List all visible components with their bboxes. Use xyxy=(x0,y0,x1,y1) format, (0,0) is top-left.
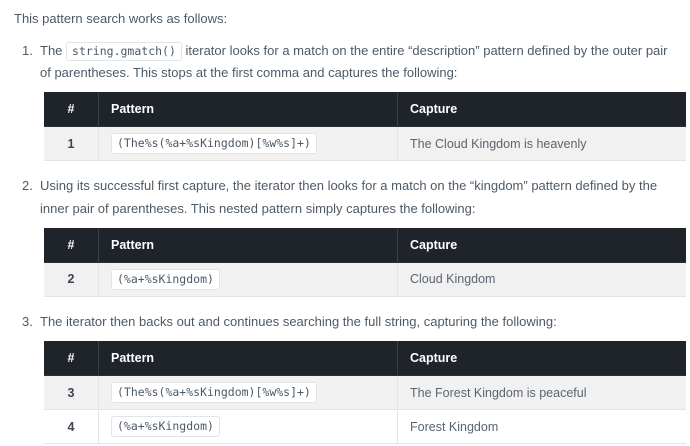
pattern-table-2: # Pattern Capture 2 (%a+%sKingdom) Cloud… xyxy=(44,227,686,297)
table-3-row-2-num: 4 xyxy=(44,409,99,445)
table-3-row-1-capture: The Forest Kingdom is peaceful xyxy=(397,375,686,411)
table-row: 2 (%a+%sKingdom) Cloud Kingdom xyxy=(44,262,686,297)
table-3-row-1-pattern-cell: (The%s(%a+%sKingdom)[%w%s]+) xyxy=(98,375,398,411)
table-2-header-num: # xyxy=(44,227,99,263)
pattern-code: (The%s(%a+%sKingdom)[%w%s]+) xyxy=(111,382,317,404)
table-row: 3 (The%s(%a+%sKingdom)[%w%s]+) The Fores… xyxy=(44,375,686,411)
table-row: 1 (The%s(%a+%sKingdom)[%w%s]+) The Cloud… xyxy=(44,126,686,162)
table-3-row-2-capture: Forest Kingdom xyxy=(397,409,686,445)
step-item-3: The iterator then backs out and continue… xyxy=(14,311,686,445)
table-1-row-1-pattern-cell: (The%s(%a+%sKingdom)[%w%s]+) xyxy=(98,126,398,162)
table-3-body: 3 (The%s(%a+%sKingdom)[%w%s]+) The Fores… xyxy=(44,375,686,445)
table-wrapper-3: # Pattern Capture 3 (The%s(%a+%sKingdom)… xyxy=(44,341,686,445)
table-3-header-row: # Pattern Capture xyxy=(44,341,686,377)
step-2-text-before: Using its successful first capture, the … xyxy=(40,178,658,216)
intro-paragraph: This pattern search works as follows: xyxy=(14,11,228,26)
pattern-code: (%a+%sKingdom) xyxy=(111,416,220,438)
table-wrapper-1: # Pattern Capture 1 (The%s(%a+%sKingdom)… xyxy=(44,92,686,162)
table-2-row-1-num: 2 xyxy=(44,262,99,297)
table-1-body: 1 (The%s(%a+%sKingdom)[%w%s]+) The Cloud… xyxy=(44,126,686,162)
table-2-header-row: # Pattern Capture xyxy=(44,227,686,263)
table-1-row-1-num: 1 xyxy=(44,126,99,162)
pattern-table-3: # Pattern Capture 3 (The%s(%a+%sKingdom)… xyxy=(44,341,686,445)
table-3-row-1-num: 3 xyxy=(44,375,99,411)
table-3-header-capture: Capture xyxy=(397,341,686,377)
table-wrapper-2: # Pattern Capture 2 (%a+%sKingdom) Cloud… xyxy=(44,227,686,297)
table-3-header-num: # xyxy=(44,341,99,377)
pattern-code: (The%s(%a+%sKingdom)[%w%s]+) xyxy=(111,133,317,155)
table-3-row-2-pattern-cell: (%a+%sKingdom) xyxy=(98,409,398,445)
table-2-row-1-capture: Cloud Kingdom xyxy=(397,262,686,297)
table-1-row-1-capture: The Cloud Kingdom is heavenly xyxy=(397,126,686,162)
steps-list: The string.gmatch() iterator looks for a… xyxy=(14,40,686,445)
step-item-2: Using its successful first capture, the … xyxy=(14,175,686,297)
pattern-code: (%a+%sKingdom) xyxy=(111,268,220,290)
step-3-text: The iterator then backs out and continue… xyxy=(40,311,676,333)
table-3-header-pattern: Pattern xyxy=(98,341,398,377)
step-1-text-after: iterator looks for a match on the entire… xyxy=(40,42,668,80)
inline-code-gmatch: string.gmatch() xyxy=(66,41,182,61)
table-2-row-1-pattern-cell: (%a+%sKingdom) xyxy=(98,262,398,297)
step-item-1: The string.gmatch() iterator looks for a… xyxy=(14,40,686,162)
table-2-head: # Pattern Capture xyxy=(44,227,686,263)
table-2-header-capture: Capture xyxy=(397,227,686,263)
step-2-text: Using its successful first capture, the … xyxy=(40,175,676,220)
table-1-head: # Pattern Capture xyxy=(44,92,686,128)
pattern-table-1: # Pattern Capture 1 (The%s(%a+%sKingdom)… xyxy=(44,92,686,162)
table-1-header-row: # Pattern Capture xyxy=(44,92,686,128)
table-2-header-pattern: Pattern xyxy=(98,227,398,263)
table-1-header-capture: Capture xyxy=(397,92,686,128)
table-1-header-num: # xyxy=(44,92,99,128)
step-1-text: The string.gmatch() iterator looks for a… xyxy=(40,40,676,85)
table-1-header-pattern: Pattern xyxy=(98,92,398,128)
step-1-text-before: The xyxy=(40,42,63,58)
table-3-head: # Pattern Capture xyxy=(44,341,686,377)
step-3-text-before: The iterator then backs out and continue… xyxy=(40,313,557,329)
table-2-body: 2 (%a+%sKingdom) Cloud Kingdom xyxy=(44,262,686,297)
table-row: 4 (%a+%sKingdom) Forest Kingdom xyxy=(44,409,686,445)
